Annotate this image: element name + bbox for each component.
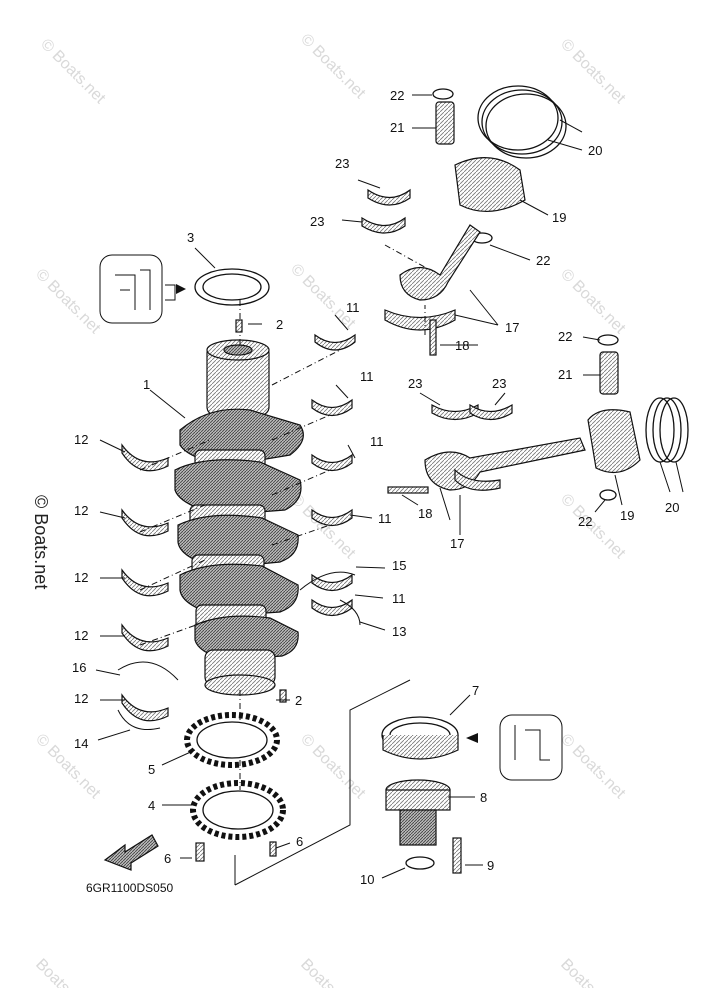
ring-gear-4	[190, 780, 286, 840]
watermark: © Boats.net	[287, 491, 359, 563]
callout-13: 13	[392, 624, 406, 639]
thrust-washer-13	[339, 599, 361, 626]
watermark: © Boats.net	[297, 731, 369, 803]
conrod-bolt-18	[387, 486, 429, 494]
seal-detail-inset	[499, 714, 563, 781]
watermark: © Boats.net	[287, 261, 359, 333]
callout-1: 1	[143, 377, 150, 392]
watermark-copyright: © Boats.net	[31, 495, 51, 589]
callout-12: 12	[74, 432, 88, 447]
callout-2: 2	[295, 693, 302, 708]
conrod-bearing-23	[361, 216, 406, 234]
watermark: © Boats.net	[32, 266, 104, 338]
rotor-ring-5	[184, 712, 280, 768]
callout-17: 17	[450, 536, 464, 551]
callout-3: 3	[187, 230, 194, 245]
callout-21: 21	[390, 120, 404, 135]
bolt-6	[269, 841, 277, 857]
piston-19	[454, 156, 526, 213]
thrust-washer-16	[117, 661, 179, 681]
callout-22: 22	[578, 514, 592, 529]
callout-9: 9	[487, 858, 494, 873]
callout-11: 11	[378, 511, 392, 526]
o-ring-10	[405, 856, 435, 870]
watermark: © Boats.net	[297, 31, 369, 103]
callout-11: 11	[360, 369, 374, 384]
clip-22	[597, 334, 619, 346]
crankshaft	[174, 339, 304, 696]
callout-labels: 22 21 20 19 22 23 23 17 18 22 21 23 23 2…	[72, 88, 679, 895]
thrust-washer-15	[299, 571, 356, 591]
callout-21: 21	[558, 367, 572, 382]
callout-22: 22	[390, 88, 404, 103]
bolt-6	[195, 842, 205, 862]
callout-23: 23	[310, 214, 324, 229]
connecting-rod-17	[399, 224, 481, 301]
watermark: Boats.net	[32, 956, 92, 988]
clip-22	[432, 88, 454, 100]
callout-20: 20	[588, 143, 602, 158]
dowel-pin-2	[235, 319, 243, 333]
callout-19: 19	[620, 508, 634, 523]
callout-5: 5	[148, 762, 155, 777]
drawing-code: 6GR1100DS050	[86, 881, 173, 895]
callout-18: 18	[455, 338, 469, 353]
callout-15: 15	[392, 558, 406, 573]
leader-lines	[95, 94, 684, 879]
callout-23: 23	[335, 156, 349, 171]
bolt-9	[452, 837, 462, 874]
callout-8: 8	[480, 790, 487, 805]
callout-7: 7	[472, 683, 479, 698]
callout-6: 6	[164, 851, 171, 866]
dowel-pin-2	[279, 689, 287, 703]
piston-ring-set-20	[477, 85, 559, 151]
callout-22: 22	[558, 329, 572, 344]
main-bearing-upper	[311, 333, 356, 617]
callout-12: 12	[74, 691, 88, 706]
callout-12: 12	[74, 570, 88, 585]
watermark: © Boats.net	[32, 731, 104, 803]
thrust-washer-14	[117, 709, 161, 730]
callout-12: 12	[74, 628, 88, 643]
conrod-bearing-23	[469, 403, 513, 421]
callout-6: 6	[296, 834, 303, 849]
callout-12: 12	[74, 503, 88, 518]
watermark: © Boats.net	[557, 491, 629, 563]
watermark: © Boats.net	[557, 731, 629, 803]
callout-14: 14	[74, 736, 88, 751]
connecting-rod-17	[424, 437, 586, 491]
watermark: © Boats.net	[557, 266, 629, 338]
watermark: Boats.net	[297, 956, 357, 988]
conrod-bearing-23	[367, 188, 411, 206]
watermark: © Boats.net	[37, 36, 109, 108]
oil-seal-3	[194, 268, 270, 306]
piston-pin-21	[435, 101, 455, 145]
callout-11: 11	[346, 300, 360, 315]
callout-2: 2	[276, 317, 283, 332]
main-bearing-lower	[121, 443, 169, 722]
callout-11: 11	[370, 434, 384, 449]
callout-19: 19	[552, 210, 566, 225]
callout-10: 10	[360, 872, 374, 887]
watermark: Boats.net	[557, 956, 617, 988]
callout-22: 22	[536, 253, 550, 268]
callout-17: 17	[505, 320, 519, 335]
piston-19	[587, 409, 641, 474]
assembly-line	[234, 679, 411, 886]
watermark-group: © Boats.net © Boats.net © Boats.net © Bo…	[31, 31, 629, 988]
piston-pin-21	[599, 351, 619, 395]
callout-20: 20	[665, 500, 679, 515]
callout-16: 16	[72, 660, 86, 675]
callout-11: 11	[392, 591, 406, 606]
callout-4: 4	[148, 798, 155, 813]
conrod-bolt-18	[429, 319, 437, 356]
callout-23: 23	[492, 376, 506, 391]
watermark: © Boats.net	[557, 36, 629, 108]
callout-18: 18	[418, 506, 432, 521]
forward-arrow-icon	[103, 834, 159, 871]
seal-detail-inset	[99, 254, 163, 324]
callout-23: 23	[408, 376, 422, 391]
